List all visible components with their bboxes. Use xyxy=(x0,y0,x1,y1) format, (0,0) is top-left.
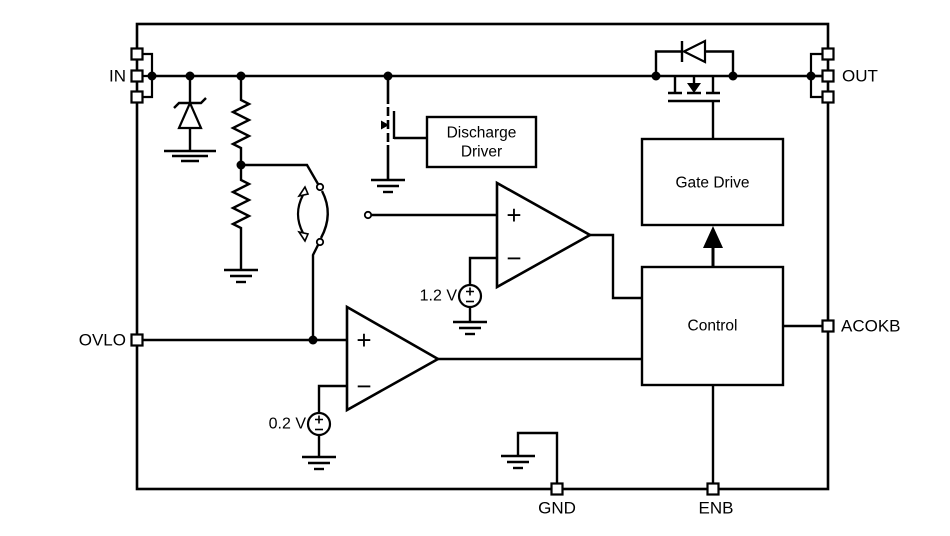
junction-dot xyxy=(308,335,318,345)
plus-mark-icon xyxy=(466,287,474,296)
toggle-arrow-arc xyxy=(296,194,304,234)
acokb-pin-square xyxy=(821,319,835,333)
ground-icon xyxy=(369,178,407,194)
in-pin-square xyxy=(130,47,144,61)
switch-blade xyxy=(319,190,329,239)
gnd-internal xyxy=(499,431,559,484)
junction-dot xyxy=(728,71,738,81)
switch-common-wire xyxy=(311,244,320,340)
ic-boundary xyxy=(135,22,830,491)
mosfet-arrow-icon xyxy=(381,120,389,130)
ovlo-pin-square xyxy=(130,333,144,347)
minus-input-wire xyxy=(468,256,497,285)
junction-dot xyxy=(185,71,195,81)
out-pin-square xyxy=(821,90,835,104)
zener-diode xyxy=(162,76,218,163)
divider-select-switch xyxy=(241,163,329,340)
discharge-driver-block: Discharge Driver xyxy=(425,115,538,169)
ground-icon xyxy=(451,320,489,336)
pass-mosfet xyxy=(654,39,735,139)
gate-drive-label: Gate Drive xyxy=(675,175,749,192)
output-wire xyxy=(590,233,642,300)
body-diode-icon xyxy=(681,39,707,64)
ground-icon xyxy=(300,455,338,471)
ovlo-pin-label: OVLO xyxy=(79,331,126,350)
in-pin-square xyxy=(130,69,144,83)
discharge-mosfet xyxy=(369,76,427,194)
tap-wire xyxy=(241,163,320,185)
in-pin-label: IN xyxy=(109,67,126,86)
minus-sign: − xyxy=(356,371,371,401)
pin-terminals xyxy=(130,47,835,496)
toggle-arrowhead-up-icon xyxy=(297,185,310,198)
discharge-driver-label-line2: Driver xyxy=(461,144,502,161)
plus-sign: + xyxy=(356,325,371,355)
junction-dots xyxy=(147,71,816,345)
acokb-pin-label: ACOKB xyxy=(841,317,901,336)
comparator-triangle xyxy=(495,180,593,290)
resistor-divider xyxy=(222,76,260,284)
in-pin-square xyxy=(130,90,144,104)
junction-dot xyxy=(236,160,246,170)
up-arrowhead-icon xyxy=(703,226,723,248)
lower-comparator: + − xyxy=(317,304,642,413)
reference-upper-label: 1.2 V xyxy=(420,288,458,305)
resistor-top xyxy=(230,76,252,165)
control-block: Control xyxy=(640,265,785,387)
body-arrow-icon xyxy=(687,83,701,93)
comparator-triangle xyxy=(345,304,441,413)
gnd-wire xyxy=(516,431,559,484)
reference-lower-label: 0.2 V xyxy=(269,416,307,433)
switch-contact-bottom xyxy=(315,237,325,247)
toggle-arrowhead-down-icon xyxy=(297,230,310,243)
drain-source-stubs xyxy=(673,76,715,93)
junction-dot xyxy=(806,71,816,81)
body-diode-wire xyxy=(654,50,735,76)
control-to-gatedrive-arrow xyxy=(703,226,723,267)
ground-icon xyxy=(499,454,537,470)
control-label: Control xyxy=(688,318,738,335)
junction-dot xyxy=(236,71,246,81)
ground-icon xyxy=(162,149,218,163)
discharge-driver-label-line1: Discharge xyxy=(447,125,517,142)
gate-drive-block: Gate Drive xyxy=(640,137,785,227)
gnd-pin-label: GND xyxy=(538,499,576,518)
enb-pin-label: ENB xyxy=(699,499,734,518)
open-terminal xyxy=(363,210,373,220)
plus-sign: + xyxy=(506,200,521,230)
minus-input-wire xyxy=(317,384,347,413)
upper-comparator: + − xyxy=(363,180,642,300)
out-pin-label: OUT xyxy=(842,67,878,86)
junction-dot xyxy=(651,71,661,81)
gnd-pin-square xyxy=(550,482,564,496)
ground-icon xyxy=(222,268,260,284)
junction-dot xyxy=(383,71,393,81)
reference-source-0p2v: 0.2 V xyxy=(269,411,338,471)
switch-contact-top xyxy=(315,182,325,192)
junction-dot xyxy=(147,71,157,81)
plus-mark-icon xyxy=(315,415,323,424)
enb-pin-square xyxy=(706,482,720,496)
reference-source-1p2v: 1.2 V xyxy=(420,283,489,336)
out-pin-square xyxy=(821,69,835,83)
minus-sign: − xyxy=(506,243,521,273)
resistor-bottom xyxy=(230,165,252,270)
out-pin-square xyxy=(821,47,835,61)
